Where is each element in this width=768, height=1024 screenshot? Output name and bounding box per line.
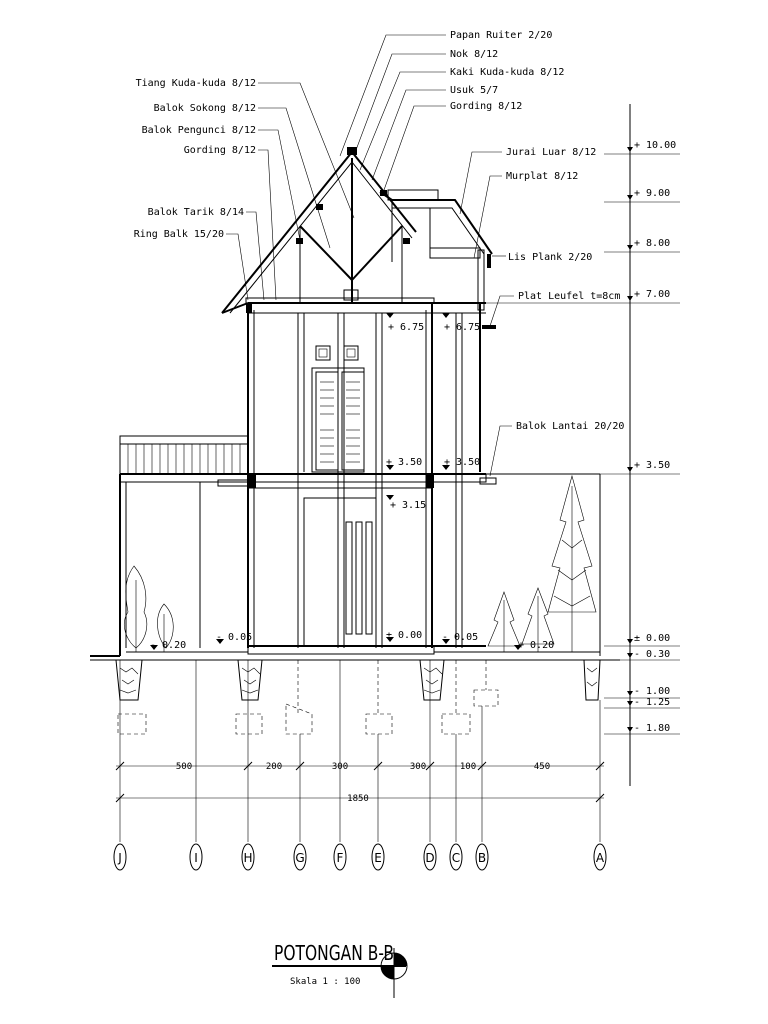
level-000: ± 0.00 xyxy=(386,630,422,641)
section-marker-icon xyxy=(380,948,408,998)
top-labels: Papan Ruiter 2/20 Nok 8/12 Kaki Kuda-kud… xyxy=(450,30,564,112)
building-structure xyxy=(90,302,620,661)
level-675-a: + 6.75 xyxy=(388,322,424,333)
axis-h: H xyxy=(243,851,252,865)
elev-800: + 8.00 xyxy=(634,238,670,249)
title-block: POTONGAN B-B Skala 1 : 100 xyxy=(272,941,408,998)
elev-000: ± 0.00 xyxy=(634,633,670,644)
elev-m100: - 1.00 xyxy=(634,686,670,697)
axis-e: E xyxy=(374,851,382,865)
elev-m030: - 0.30 xyxy=(634,649,670,660)
axis-c: C xyxy=(452,851,460,865)
label-tiang-kuda-kuda: Tiang Kuda-kuda 8/12 xyxy=(136,78,256,89)
lower-door xyxy=(303,497,377,647)
label-usuk: Usuk 5/7 xyxy=(450,85,498,96)
level-350-a: + 3.50 xyxy=(386,457,422,468)
label-ring-balk: Ring Balk 15/20 xyxy=(134,229,224,240)
right-labels: Jurai Luar 8/12 Murplat 8/12 Lis Plank 2… xyxy=(506,147,624,432)
axis-g: G xyxy=(295,851,304,865)
railing xyxy=(127,444,241,474)
label-papan-ruiter: Papan Ruiter 2/20 xyxy=(450,30,552,41)
label-plat-leufel: Plat Leufel t=8cm xyxy=(518,291,620,302)
label-kaki-kuda-kuda: Kaki Kuda-kuda 8/12 xyxy=(450,67,564,78)
level-315: + 3.15 xyxy=(390,500,426,511)
drawing-scale: Skala 1 : 100 xyxy=(290,977,360,987)
level-005-a: - 0.05 xyxy=(216,632,252,643)
axis-i: I xyxy=(194,851,198,865)
drawing-title: POTONGAN B-B xyxy=(274,941,394,965)
roof xyxy=(221,147,493,314)
label-murplat: Murplat 8/12 xyxy=(506,171,578,182)
label-balok-sokong: Balok Sokong 8/12 xyxy=(154,103,256,114)
dim-500: 500 xyxy=(176,762,192,772)
elevation-scale: + 10.00 + 9.00 + 8.00 + 7.00 + 3.50 ± 0.… xyxy=(484,104,680,786)
level-350-b: + 3.50 xyxy=(444,457,480,468)
dim-100: 100 xyxy=(460,762,476,772)
grid-lines xyxy=(119,660,601,842)
axis-f: F xyxy=(337,851,344,865)
foundations xyxy=(115,659,601,735)
label-nok: Nok 8/12 xyxy=(450,49,498,60)
upper-door xyxy=(311,345,365,473)
elev-m125: - 1.25 xyxy=(634,697,670,708)
trees xyxy=(124,474,597,652)
axis-b: B xyxy=(478,851,486,865)
level-020-a: - 0.20 xyxy=(150,640,186,651)
dim-450: 450 xyxy=(534,762,550,772)
interior-levels: + 6.75 + 6.75 + 3.50 + 3.50 + 3.15 ± 0.0… xyxy=(150,313,554,651)
elev-m180: - 1.80 xyxy=(634,723,670,734)
level-675-b: + 6.75 xyxy=(444,322,480,333)
label-balok-tarik: Balok Tarik 8/14 xyxy=(148,207,244,218)
axis-a: A xyxy=(596,851,605,865)
label-jurai-luar: Jurai Luar 8/12 xyxy=(506,147,596,158)
axis-j: J xyxy=(117,851,122,865)
axis-d: D xyxy=(425,851,434,865)
label-balok-lantai: Balok Lantai 20/20 xyxy=(516,421,624,432)
left-labels: Tiang Kuda-kuda 8/12 Balok Sokong 8/12 B… xyxy=(134,78,256,240)
dim-total: 1850 xyxy=(347,794,369,804)
elev-700: + 7.00 xyxy=(634,289,670,300)
label-lis-plank: Lis Plank 2/20 xyxy=(508,252,592,263)
dim-300-a: 300 xyxy=(332,762,348,772)
label-gording-top: Gording 8/12 xyxy=(450,101,522,112)
level-020-b: + 0.20 xyxy=(518,640,554,651)
elev-350: + 3.50 xyxy=(634,460,670,471)
dimension-lines: 500 200 300 300 100 450 1850 xyxy=(115,761,605,804)
dim-300-b: 300 xyxy=(410,762,426,772)
level-005-b: - 0.05 xyxy=(442,632,478,643)
label-gording-left: Gording 8/12 xyxy=(184,145,256,156)
elev-1000: + 10.00 xyxy=(634,140,676,151)
elev-900: + 9.00 xyxy=(634,188,670,199)
leaders xyxy=(226,34,514,477)
label-balok-pengunci: Balok Pengunci 8/12 xyxy=(142,125,256,136)
grid-axis-bubbles: J I H G F E D C B A xyxy=(113,843,607,871)
dim-200: 200 xyxy=(266,762,282,772)
